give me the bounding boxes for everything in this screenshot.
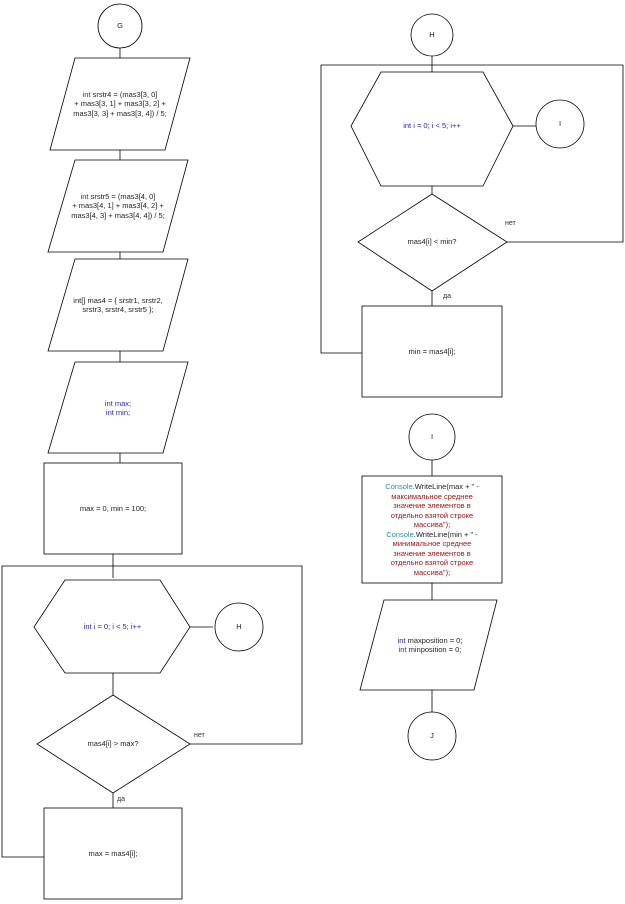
connector-j-label: J — [430, 731, 434, 741]
output-class-token: Console — [386, 529, 414, 539]
p1-line2: + mas3[3, 1] + mas3[3, 2] + — [74, 99, 166, 109]
edge-no-right — [320, 64, 624, 354]
parallelogram-srstr5-text: int srstr5 = (mas3[4, 0] + mas3[4, 1] + … — [71, 191, 165, 220]
label-no-left: нет — [194, 732, 205, 739]
output-line-8: значение элементов в — [393, 549, 471, 559]
parallelogram-positions-text: int maxposition = 0; int minposition = 0… — [372, 630, 488, 660]
output-string-token: значение элементов в — [393, 501, 471, 510]
output-class-token: Console — [385, 482, 413, 491]
connector-i-small-label: I — [558, 119, 562, 129]
output-call-token: .WriteLine(max + " - — [412, 482, 479, 491]
parallelogram-mas4-text: int[] mas4 = { srstr1, srstr2, srstr3, s… — [56, 280, 180, 330]
label-yes-left: да — [117, 796, 125, 803]
rect-max-assign-text: max = mas4[i]; — [88, 848, 138, 858]
edge-no-left — [1, 565, 303, 858]
diamond-max-text: mas4[i] > max? — [87, 739, 139, 749]
p2-line3: mas3[4, 3] + mas3[4, 4]) / 5; — [71, 210, 165, 220]
diamond-min-text: mas4[i] < min? — [407, 237, 457, 247]
connector-j-circle — [407, 711, 457, 761]
positions-line1: int maxposition = 0; — [397, 635, 463, 645]
p4-line1: int max; — [104, 398, 132, 408]
parallelogram-declare-text: int max; int min; — [56, 388, 180, 428]
p4-line2: int min; — [105, 408, 131, 417]
positions-line2-text: minposition = 0; — [408, 645, 462, 654]
output-line-7: минимальное среднее — [393, 539, 472, 549]
connector-h2-label: H — [429, 30, 435, 40]
rect-output-text: Console.WriteLine(max + " -максимальное … — [362, 476, 502, 583]
connector-h-circle — [214, 602, 264, 652]
output-string-token: минимальное среднее — [392, 539, 472, 548]
connector-i-small-circle — [535, 99, 585, 149]
rect-output — [361, 475, 503, 584]
connector-g-label: G — [117, 21, 123, 31]
positions-line2: int minposition = 0; — [398, 645, 462, 654]
output-call-token: .WriteLine(min + " - — [413, 529, 478, 539]
p1-line3: mas3[3, 3] + mas3[3, 4]) / 5; — [73, 108, 167, 118]
label-no-right: нет — [505, 220, 516, 227]
p2-line1: srstr5 = (mas3[4, 0] — [90, 191, 156, 201]
output-line-2: максимальное среднее — [391, 492, 473, 502]
p3-line2: srstr3, srstr4, srstr5 }; — [82, 305, 154, 314]
hexagon-loop-left-text: int i = 0; i < 5; i++ — [83, 622, 142, 632]
rect-min-assign-text: min = mas4[i]; — [408, 346, 456, 356]
rect-max-assign — [43, 807, 183, 900]
label-yes-right: да — [443, 293, 451, 300]
parallelogram-srstr5 — [47, 159, 189, 253]
output-string-token: максимальное среднее — [391, 491, 473, 501]
output-line-10: массива"); — [414, 568, 450, 578]
parallelogram-srstr4 — [49, 57, 191, 151]
connector-i-label: I — [430, 432, 434, 442]
p2-line2: + mas3[4, 1] + mas3[4, 2] + — [72, 201, 164, 211]
parallelogram-declare — [47, 361, 189, 454]
connector-h-label: H — [236, 622, 242, 632]
output-string-token: массива"); — [413, 520, 451, 529]
p3-line1: int[] mas4 = { srstr1, srstr2, — [73, 295, 163, 305]
rect-min-assign — [361, 305, 503, 398]
output-line-9: отдельно взятой строке — [391, 558, 473, 568]
p1-line1: srstr4 = (mas3[3, 0] — [92, 89, 158, 99]
hexagon-loop-right-text: int i = 0; i < 5; i++ — [403, 121, 461, 131]
parallelogram-srstr4-text: int srstr4 = (mas3[3, 0] + mas3[3, 1] + … — [73, 89, 167, 118]
parallelogram-mas4 — [47, 258, 189, 352]
output-line-6: Console.WriteLine(min + " - — [386, 530, 478, 540]
rect-init-text: max = 0, min = 100; — [79, 503, 147, 513]
output-string-token: отдельно взятой строке — [390, 510, 474, 520]
hexagon-loop-right — [350, 71, 514, 187]
hexagon-loop-left — [33, 579, 191, 674]
parallelogram-positions — [359, 599, 498, 691]
output-string-token: отдельно взятой строке — [390, 558, 474, 567]
output-line-4: отдельно взятой строке — [391, 511, 473, 521]
output-string-token: массива"); — [413, 567, 451, 577]
output-line-3: значение элементов в — [393, 501, 471, 511]
positions-line1-text: maxposition = 0; — [407, 635, 463, 645]
output-line-1: Console.WriteLine(max + " - — [385, 482, 479, 492]
output-line-5: массива"); — [414, 520, 450, 530]
output-string-token: значение элементов в — [393, 548, 471, 558]
